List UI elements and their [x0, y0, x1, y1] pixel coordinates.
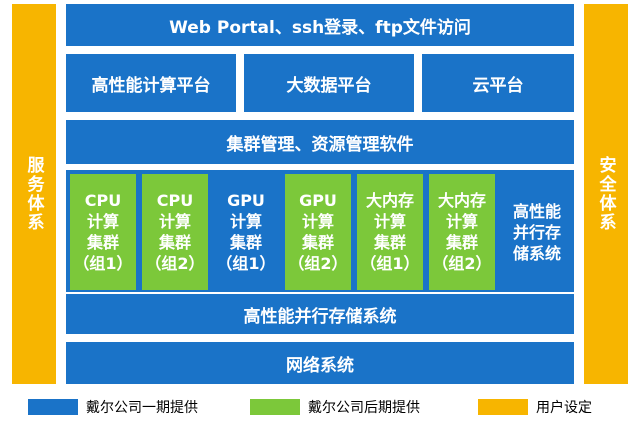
legend-item-user: 用户设定: [478, 397, 592, 417]
legend-item-later: 戴尔公司后期提供: [250, 397, 420, 417]
legend-swatch-blue: [28, 399, 78, 415]
legend-swatch-green: [250, 399, 300, 415]
legend-item-phase1: 戴尔公司一期提供: [28, 397, 198, 417]
cluster-bigmem-group2: 大内存 计算 集群 （组2）: [429, 174, 495, 290]
legend-label: 戴尔公司一期提供: [86, 400, 198, 416]
cluster-cpu-group1: CPU 计算 集群 （组1）: [70, 174, 136, 290]
parallel-storage-bar: 高性能并行存储系统: [66, 294, 574, 334]
cluster-gpu-group2: GPU 计算 集群 （组2）: [285, 174, 351, 290]
cluster-cpu-group2: CPU 计算 集群 （组2）: [142, 174, 208, 290]
cluster-bigmem-group1: 大内存 计算 集群 （组1）: [357, 174, 423, 290]
cluster-management-bar: 集群管理、资源管理软件: [66, 120, 574, 164]
legend-label: 戴尔公司后期提供: [308, 400, 420, 416]
access-layer-bar: Web Portal、ssh登录、ftp文件访问: [66, 4, 574, 46]
platform-cloud: 云平台: [422, 54, 574, 112]
platform-bigdata: 大数据平台: [244, 54, 414, 112]
legend-swatch-orange: [478, 399, 528, 415]
parallel-storage-side: 高性能 并行存 储系统: [500, 174, 574, 290]
network-system-bar: 网络系统: [66, 342, 574, 384]
platform-hpc: 高性能计算平台: [66, 54, 236, 112]
service-system-bar: 服务体系: [12, 4, 56, 384]
legend-label: 用户设定: [536, 400, 592, 416]
security-system-bar: 安全体系: [584, 4, 628, 384]
cluster-gpu-group1: GPU 计算 集群 （组1）: [213, 174, 279, 290]
